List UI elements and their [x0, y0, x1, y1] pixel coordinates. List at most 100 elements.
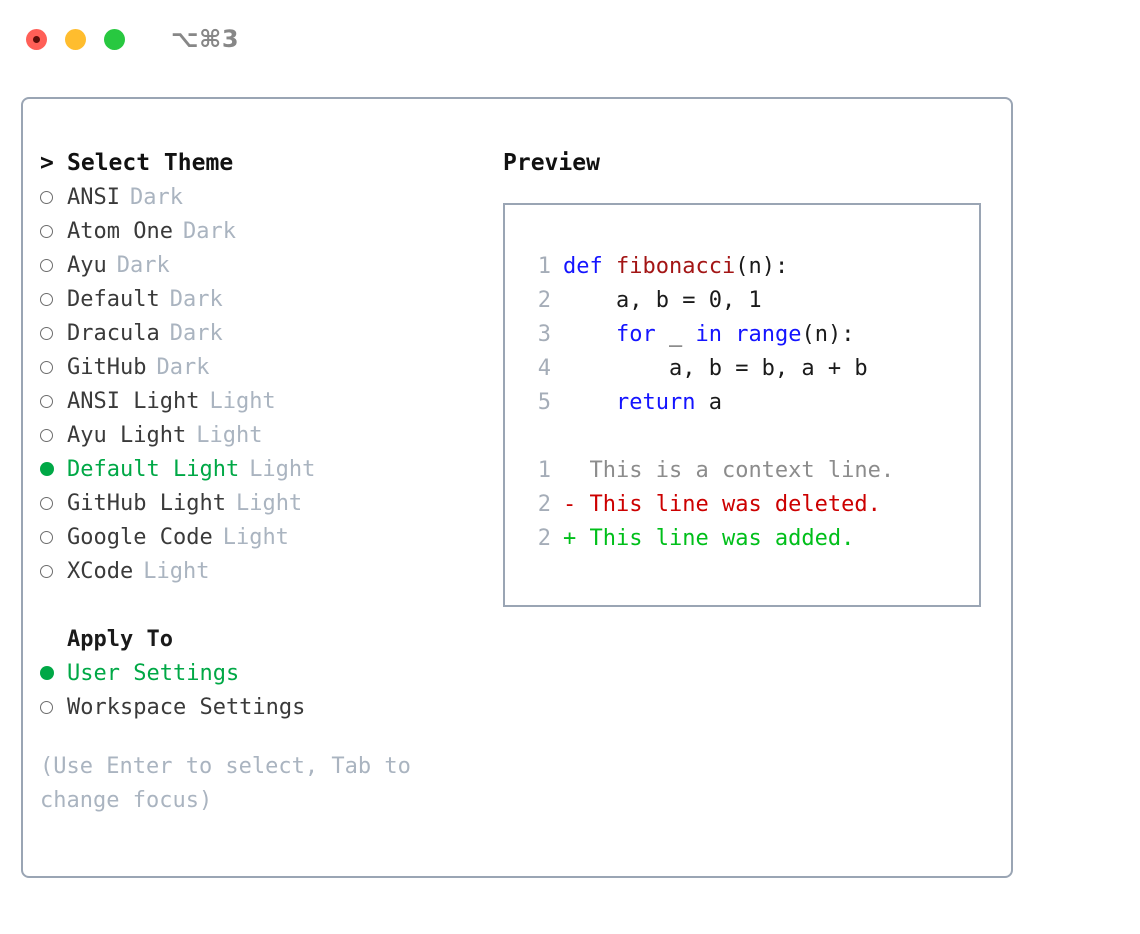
diff-text: This line was deleted. [589, 491, 881, 517]
radio-unselected-icon [40, 394, 67, 408]
theme-name: Atom One [67, 218, 173, 244]
apply-to-label: User Settings [67, 660, 240, 686]
theme-category: Dark [169, 286, 223, 312]
radio-selected-icon [40, 666, 67, 680]
radio-unselected-icon [40, 224, 67, 238]
radio-unselected-icon [40, 530, 67, 544]
preview-title: Preview [503, 150, 600, 176]
code-line: 3 for _ in range(n): [521, 317, 979, 351]
theme-category: Dark [169, 320, 223, 346]
code-line-number: 3 [537, 321, 551, 347]
radio-unselected-icon [40, 360, 67, 374]
code-line-text: return a [563, 390, 722, 415]
theme-category: Dark [182, 218, 236, 244]
code-line-text: a, b = b, a + b [563, 356, 868, 381]
diff-text: This line was added. [589, 525, 855, 551]
code-token: fibonacci [615, 253, 736, 279]
code-token: def [563, 253, 616, 279]
diff-line-number: 1 [537, 457, 551, 483]
theme-list-item[interactable]: XCode Light [40, 554, 503, 588]
radio-unselected-icon [40, 496, 67, 510]
apply-to-header: Apply To [40, 622, 503, 656]
keyboard-shortcut-label: ⌥⌘3 [171, 25, 240, 53]
theme-category: Light [143, 558, 210, 584]
radio-unselected-icon [40, 428, 67, 442]
theme-category: Light [196, 422, 263, 448]
close-window-button[interactable] [26, 28, 47, 50]
code-line: 4 a, b = b, a + b [521, 351, 979, 385]
theme-category: Light [222, 524, 289, 550]
theme-name: Ayu Light [67, 422, 187, 448]
code-token: a [708, 389, 722, 415]
theme-list-item[interactable]: Default Light Light [40, 452, 503, 486]
theme-name: Ayu [67, 252, 107, 278]
title-bar: ⌥⌘3 [0, 0, 1140, 78]
radio-selected-icon [40, 462, 67, 476]
apply-to-label: Workspace Settings [67, 694, 306, 720]
diff-text: This is a context line. [589, 457, 895, 483]
theme-list-item[interactable]: Atom One Dark [40, 214, 503, 248]
maximize-window-button[interactable] [104, 28, 125, 50]
radio-unselected-icon [40, 190, 67, 204]
theme-list-item[interactable]: Google Code Light [40, 520, 503, 554]
minimize-window-button[interactable] [65, 28, 86, 50]
code-token: return [615, 389, 709, 415]
code-line-number: 1 [537, 253, 551, 279]
theme-name: XCode [67, 558, 134, 584]
radio-unselected-icon [40, 326, 67, 340]
apply-to-option[interactable]: User Settings [40, 656, 503, 690]
list-spacer [40, 588, 503, 622]
code-line-text: def fibonacci(n): [563, 254, 788, 279]
diff-line-text: + This line was added. [563, 526, 854, 551]
theme-list-item[interactable]: Ayu Light Light [40, 418, 503, 452]
apply-to-option[interactable]: Workspace Settings [40, 690, 503, 724]
theme-name: GitHub [67, 354, 147, 380]
radio-unselected-icon [40, 564, 67, 578]
theme-name: ANSI [67, 184, 120, 210]
radio-unselected-icon [40, 292, 67, 306]
theme-category: Light [249, 456, 316, 482]
theme-name: GitHub Light [67, 490, 226, 516]
theme-name: ANSI Light [67, 388, 200, 414]
diff-line-number: 2 [537, 525, 551, 551]
diff-sign [563, 458, 576, 483]
diff-line-number: 2 [537, 491, 551, 517]
code-token: a, b = 0, 1 [615, 287, 762, 313]
diff-line-text: - This line was deleted. [563, 492, 881, 517]
diff-sign: + [563, 525, 577, 551]
apply-to-title: Apply To [67, 626, 173, 652]
code-diff-gap [521, 419, 979, 453]
code-line-number: 4 [537, 355, 551, 381]
code-token: (n): [735, 253, 789, 279]
code-line: 2 a, b = 0, 1 [521, 283, 979, 317]
close-icon [33, 35, 40, 43]
code-token: in [695, 321, 736, 347]
code-line-number: 5 [537, 389, 551, 415]
diff-line-text: This is a context line. [563, 457, 895, 483]
code-line-number: 2 [537, 287, 551, 313]
code-line-text: a, b = 0, 1 [563, 288, 762, 313]
radio-unselected-icon [40, 258, 67, 272]
code-token: a, b = b, a + b [668, 355, 868, 381]
theme-name: Google Code [67, 524, 213, 550]
theme-list-item[interactable]: GitHub Dark [40, 350, 503, 384]
keyboard-hint: (Use Enter to select, Tab to change focu… [40, 754, 411, 813]
diff-line: 2 + This line was added. [521, 521, 979, 555]
diff-sample: 1 This is a context line. 2 - This line wa… [521, 453, 979, 555]
select-theme-header: > Select Theme [40, 146, 503, 180]
theme-category: Dark [156, 354, 210, 380]
theme-name: Default Light [67, 456, 240, 482]
diff-line: 2 - This line was deleted. [521, 487, 979, 521]
